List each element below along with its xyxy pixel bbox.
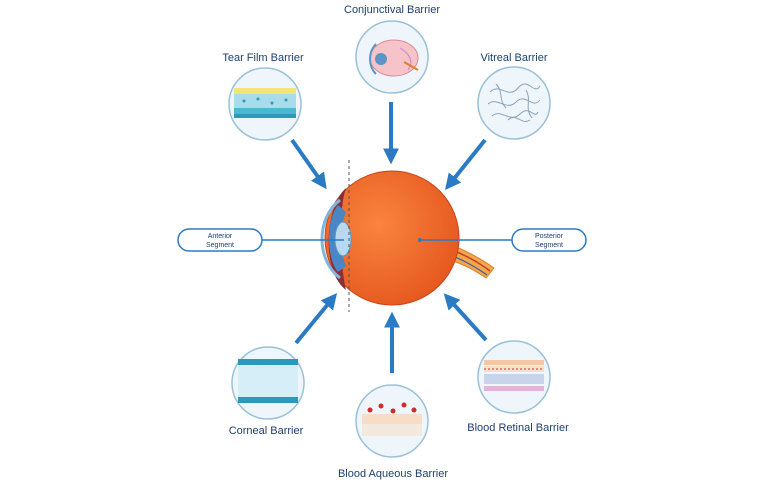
vitreal-barrier: Vitreal Barrier	[477, 52, 551, 140]
posterior-label-line1: Posterior	[535, 233, 564, 240]
posterior-label-line2: Segment	[535, 242, 563, 249]
conjunctival-barrier: Conjunctival Barrier	[344, 4, 440, 94]
eye-illustration	[262, 160, 512, 312]
eye-cross-section-icon	[369, 39, 419, 77]
conjunctival-barrier-label: Conjunctival Barrier	[344, 4, 440, 16]
corneal-barrier: Corneal Barrier	[229, 346, 305, 437]
arrow-from-blood-retinal	[443, 293, 488, 342]
blood-retinal-barrier: Blood Retinal Barrier	[467, 340, 569, 434]
blood-retinal-layers-icon	[484, 360, 544, 391]
anterior-label-line1: Anterior	[208, 233, 233, 240]
tear-film-barrier-label: Tear Film Barrier	[222, 52, 304, 64]
blood-retinal-barrier-label: Blood Retinal Barrier	[467, 422, 569, 434]
lens-icon	[334, 221, 352, 257]
arrow-from-tear-film	[290, 138, 327, 190]
tear-film-barrier: Tear Film Barrier	[222, 52, 304, 141]
blood-aqueous-layers-icon	[362, 402, 422, 436]
vitreous-fibers-icon	[487, 83, 541, 122]
blood-aqueous-barrier-label: Blood Aqueous Barrier	[338, 468, 448, 480]
arrow-from-corneal	[294, 293, 338, 345]
tear-film-layers-icon	[234, 88, 296, 118]
blood-aqueous-barrier: Blood Aqueous Barrier	[338, 384, 448, 480]
corneal-barrier-label: Corneal Barrier	[229, 425, 304, 437]
arrow-from-vitreal	[445, 138, 487, 190]
vitreal-barrier-label: Vitreal Barrier	[480, 52, 547, 64]
eyeball	[324, 170, 460, 306]
corneal-layers-icon	[238, 359, 298, 403]
arrows	[290, 102, 488, 373]
anterior-segment-label: Anterior Segment	[177, 228, 263, 252]
cornea	[320, 198, 341, 280]
anterior-label-line2: Segment	[206, 242, 234, 249]
posterior-segment-label: Posterior Segment	[511, 228, 587, 252]
